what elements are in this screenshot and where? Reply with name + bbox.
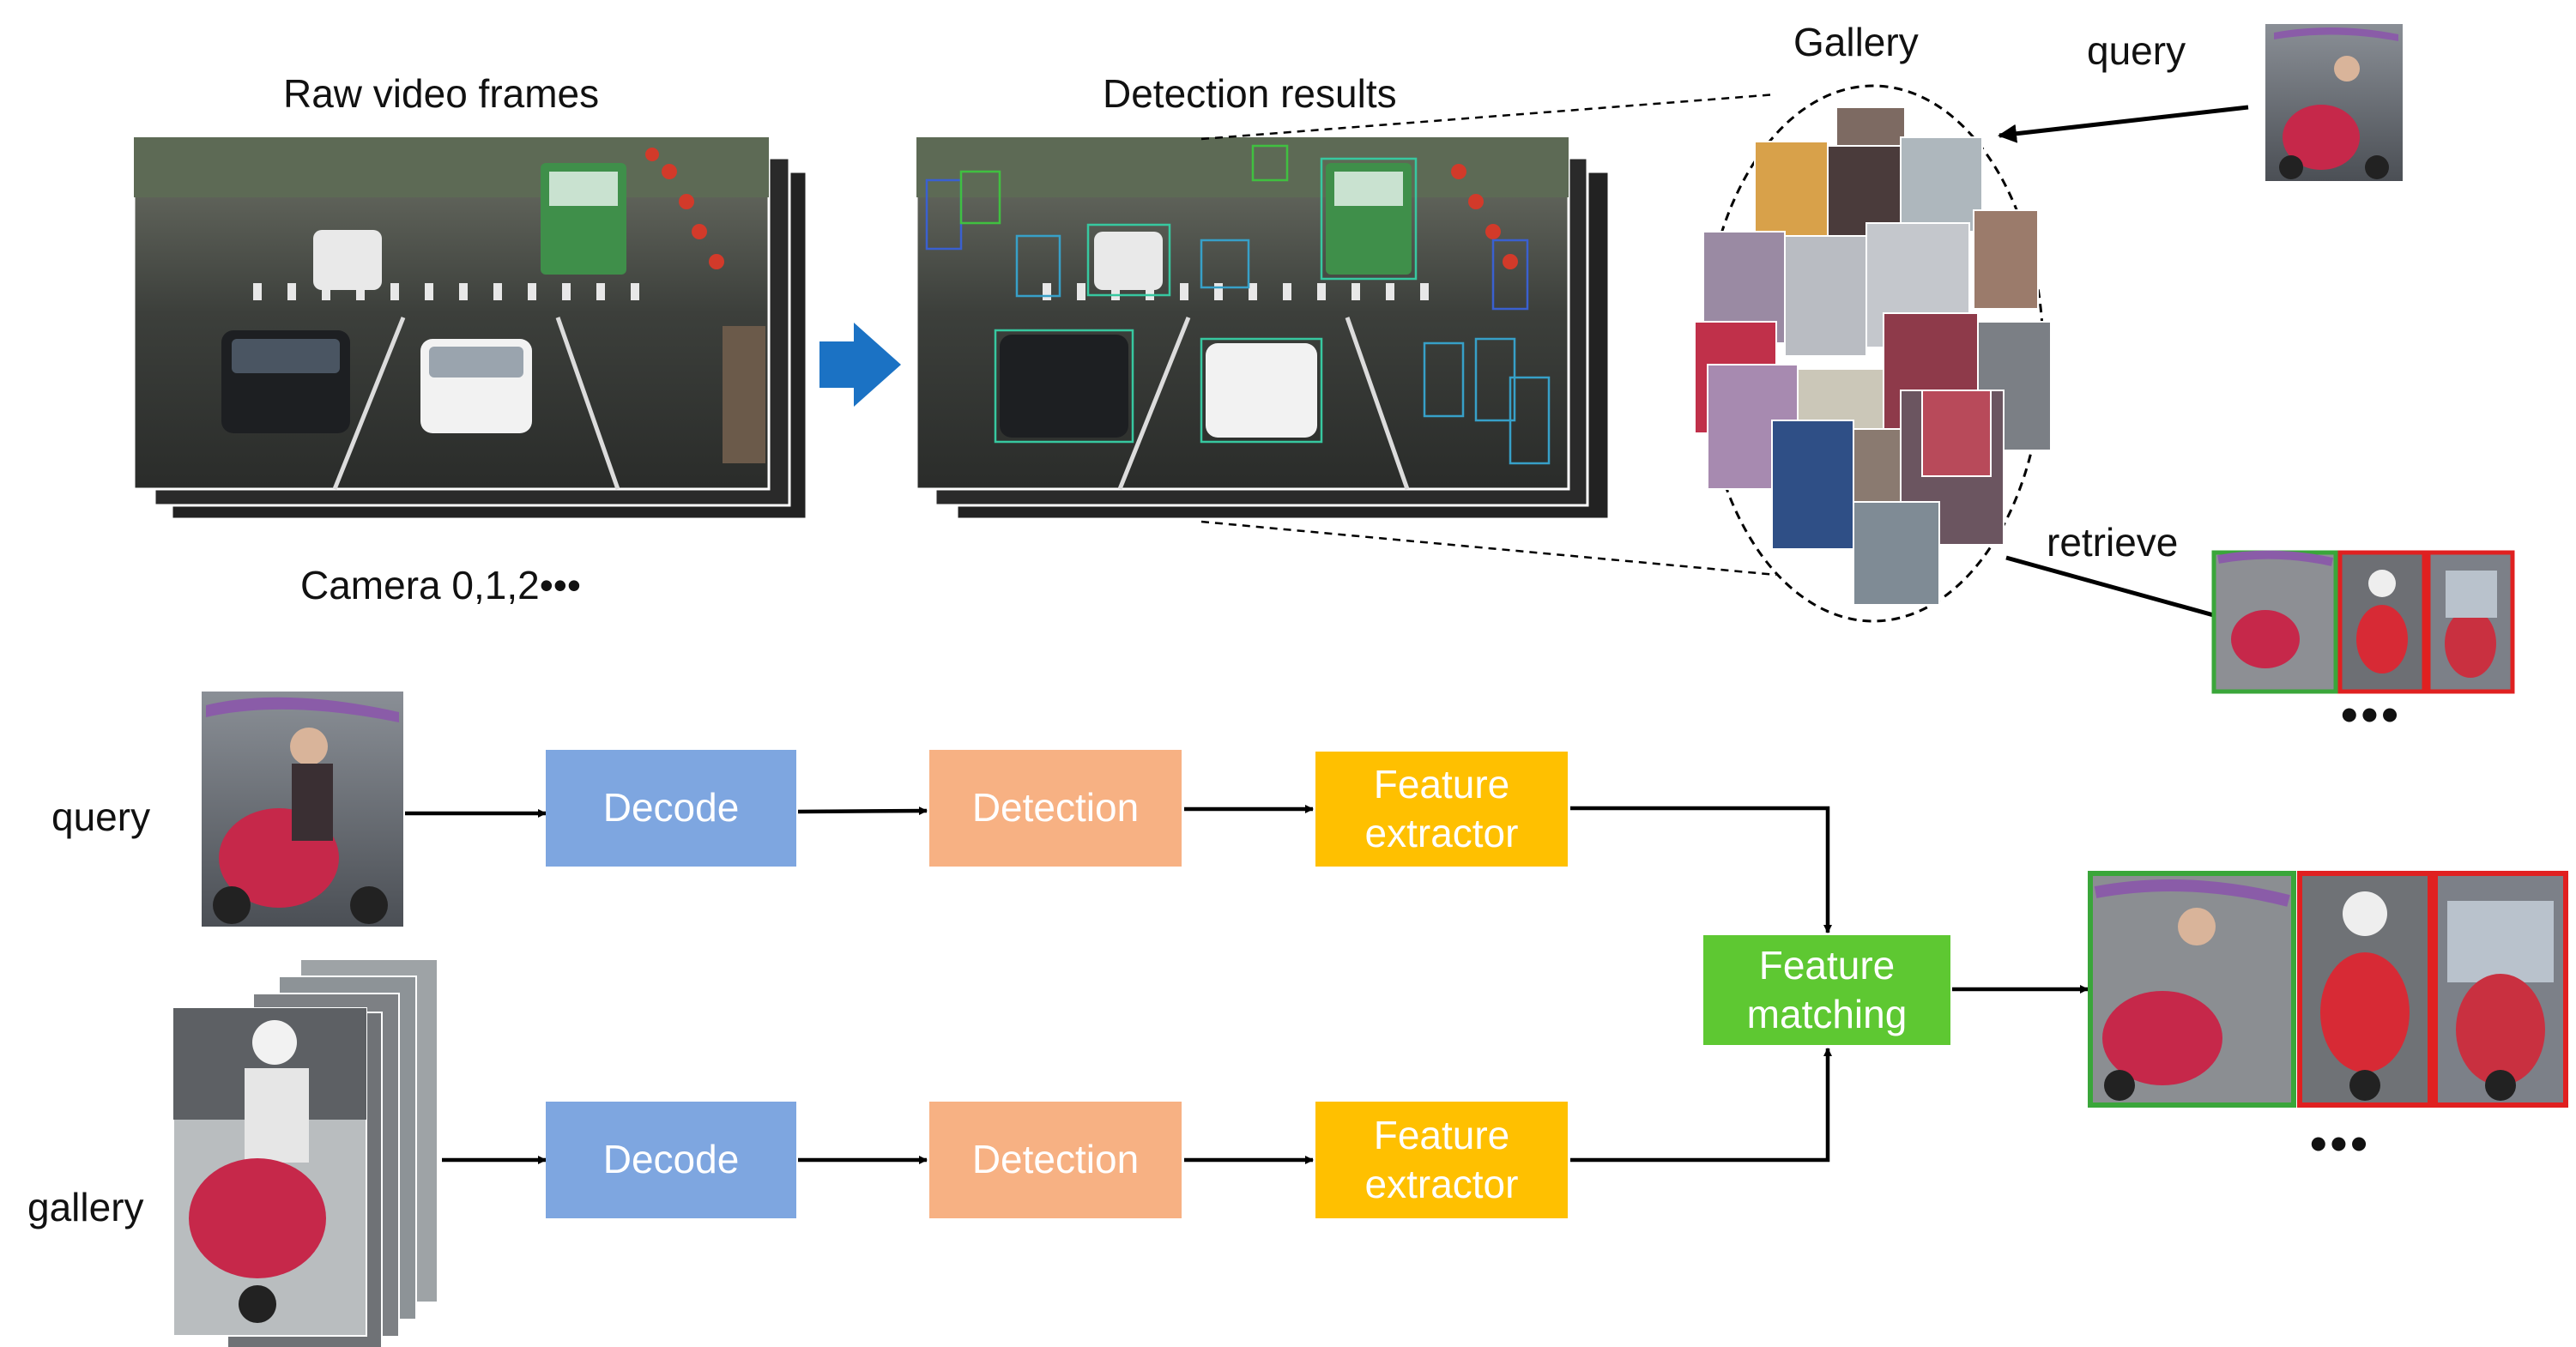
query-to-gallery-arrow [1998, 105, 2249, 143]
pipeline-arrows [405, 805, 2089, 1164]
decode-box-query: Decode [546, 750, 796, 867]
bottom-gallery-label: gallery [27, 1185, 144, 1229]
feature-matching-label-line1: Feature [1758, 942, 1896, 988]
feature-extractor-label-line2: extractor [1364, 811, 1519, 855]
feature-extractor-label-line1: Feature [1373, 761, 1510, 806]
detection-frames-stack [915, 136, 1611, 521]
raw-frames-stack [132, 136, 808, 521]
gallery-crops [1694, 106, 2052, 606]
top-retrieve-results [2211, 550, 2515, 694]
detection-box-query: Detection [929, 750, 1182, 867]
raw-frame-image [132, 136, 771, 491]
raw-frames-title: Raw video frames [283, 71, 600, 116]
feature-extractor-box-gallery: Feature extractor [1315, 1102, 1568, 1218]
detection-box-gallery: Detection [929, 1102, 1182, 1218]
gallery-ellipse [1694, 84, 2052, 623]
feature-extractor-label-line1: Feature [1373, 1112, 1510, 1157]
gallery-title: Gallery [1793, 20, 1919, 64]
bottom-gallery-image [172, 1007, 367, 1337]
bottom-result-images [2088, 871, 2568, 1108]
feature-matching-box: Feature matching [1703, 935, 1950, 1045]
decode-box-label: Decode [602, 785, 740, 831]
results-more-dots: ••• [2310, 1116, 2371, 1170]
detection-results-title: Detection results [1103, 71, 1397, 116]
bottom-gallery-stack [172, 958, 438, 1347]
detection-box-label: Detection [971, 785, 1140, 831]
top-query-image [2265, 24, 2403, 181]
detection-frame-image [915, 136, 1570, 491]
retrieve-more-dots: ••• [2341, 687, 2402, 741]
bottom-query-label: query [51, 794, 151, 839]
bottom-query-image [202, 692, 403, 927]
retrieve-label: retrieve [2047, 520, 2179, 565]
camera-label: Camera 0,1,2••• [300, 563, 582, 607]
feature-extractor-box-query: Feature extractor [1315, 752, 1568, 867]
feature-matching-label-line2: matching [1746, 992, 1908, 1036]
retrieve-arrow [2005, 555, 2243, 628]
detection-box-label: Detection [971, 1137, 1140, 1182]
zoom-lines [1200, 93, 1777, 577]
top-query-label: query [2087, 28, 2186, 73]
decode-box-label: Decode [602, 1137, 740, 1182]
feature-extractor-label-line2: extractor [1364, 1162, 1519, 1206]
raw-to-detection-arrow [819, 323, 901, 407]
decode-box-gallery: Decode [546, 1102, 796, 1218]
